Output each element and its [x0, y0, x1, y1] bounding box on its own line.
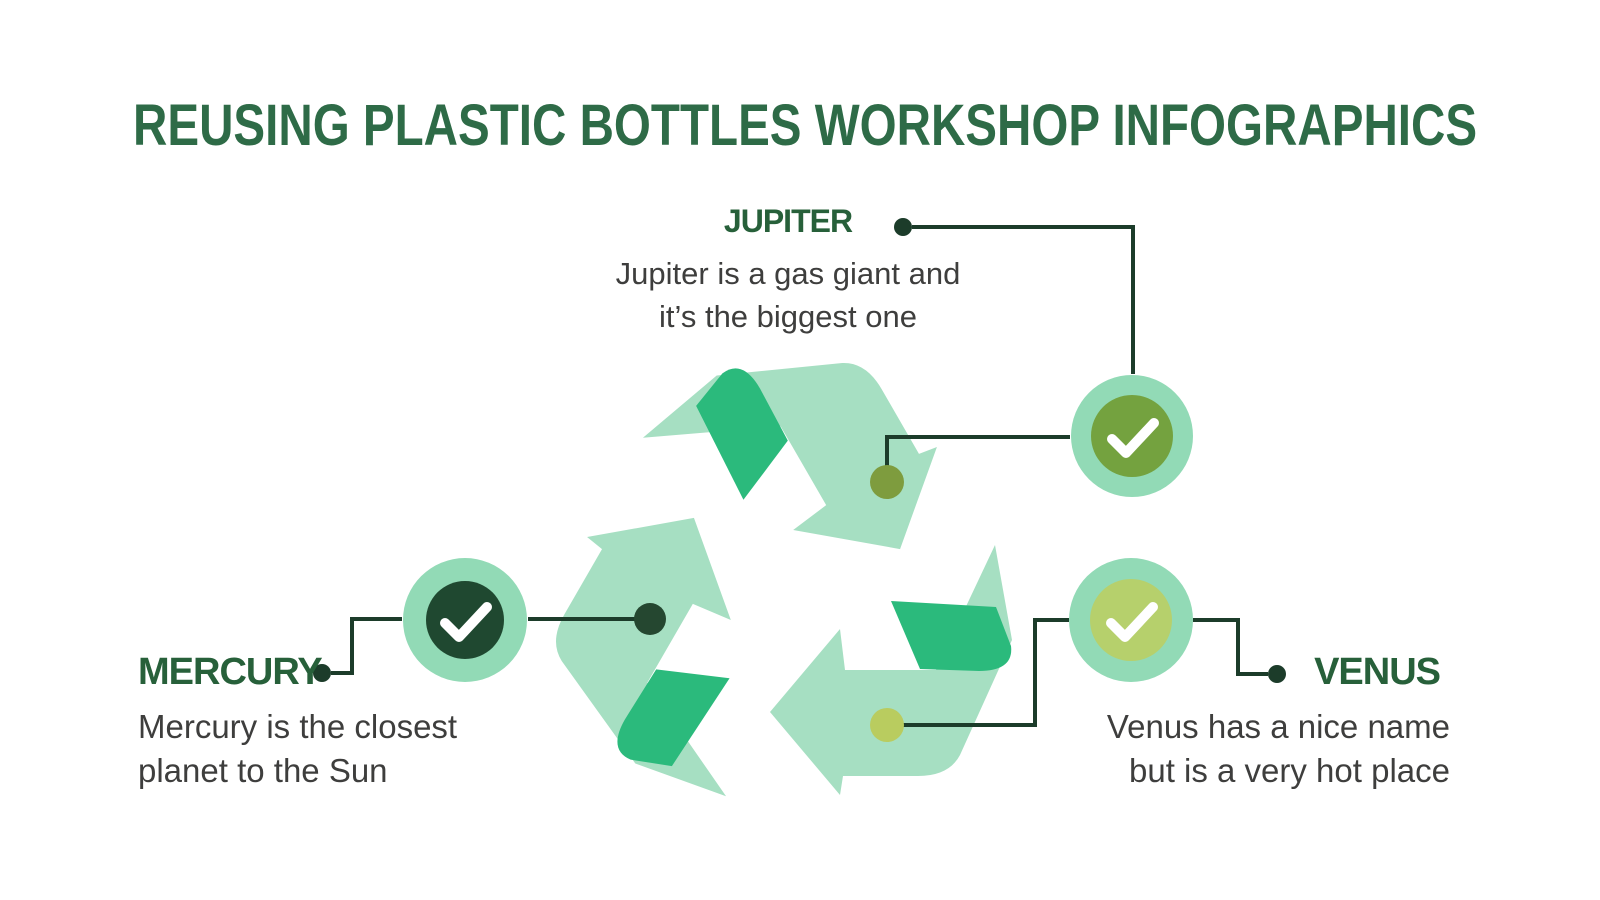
mercury-label: MERCURY — [138, 651, 323, 693]
jupiter-label-dot-icon — [894, 218, 912, 236]
venus-description-line2: but is a very hot place — [1128, 752, 1450, 789]
page-title: REUSING PLASTIC BOTTLES WORKSHOP INFOGRA… — [133, 93, 1478, 158]
mercury-label-dot-icon — [313, 664, 331, 682]
venus-symbol-connector — [888, 618, 1069, 727]
venus-description-line1: Venus has a nice name — [1106, 708, 1450, 745]
jupiter-anchor-dot-icon — [870, 465, 904, 499]
mercury-anchor-dot-icon — [634, 603, 666, 635]
venus-description: Venus has a nice name but is a very hot … — [1107, 705, 1450, 793]
mercury-description: Mercury is the closest planet to the Sun — [138, 705, 457, 793]
venus-check-badge — [1069, 558, 1193, 682]
venus-label-dot-icon — [1268, 665, 1286, 683]
venus-badge-core — [1090, 579, 1172, 661]
mercury-check-badge — [403, 558, 527, 682]
jupiter-description-line1: Jupiter is a gas giant and — [615, 256, 961, 291]
venus-check-icon — [1106, 602, 1158, 642]
venus-label-connector — [1193, 618, 1268, 676]
jupiter-description-line2: it’s the biggest one — [659, 299, 917, 334]
jupiter-description: Jupiter is a gas giant and it’s the bigg… — [538, 252, 1038, 338]
venus-label: VENUS — [1314, 651, 1441, 693]
mercury-description-line1: Mercury is the closest — [138, 708, 458, 745]
recycle-icon — [501, 298, 1012, 811]
recycle-arrow-left — [501, 476, 839, 811]
jupiter-check-icon — [1107, 418, 1159, 458]
recycle-arrow-fold — [891, 601, 1012, 671]
venus-anchor-dot-icon — [870, 708, 904, 742]
jupiter-check-badge — [1071, 375, 1193, 497]
mercury-badge-core — [426, 581, 504, 659]
mercury-description-line2: planet to the Sun — [138, 752, 388, 789]
jupiter-label-connector — [912, 225, 1135, 374]
jupiter-label: JUPITER — [723, 203, 853, 239]
mercury-check-icon — [440, 602, 492, 642]
mercury-label-connector — [331, 617, 402, 675]
jupiter-badge-core — [1091, 395, 1173, 477]
recycle-arrow-bottom — [770, 545, 1012, 795]
